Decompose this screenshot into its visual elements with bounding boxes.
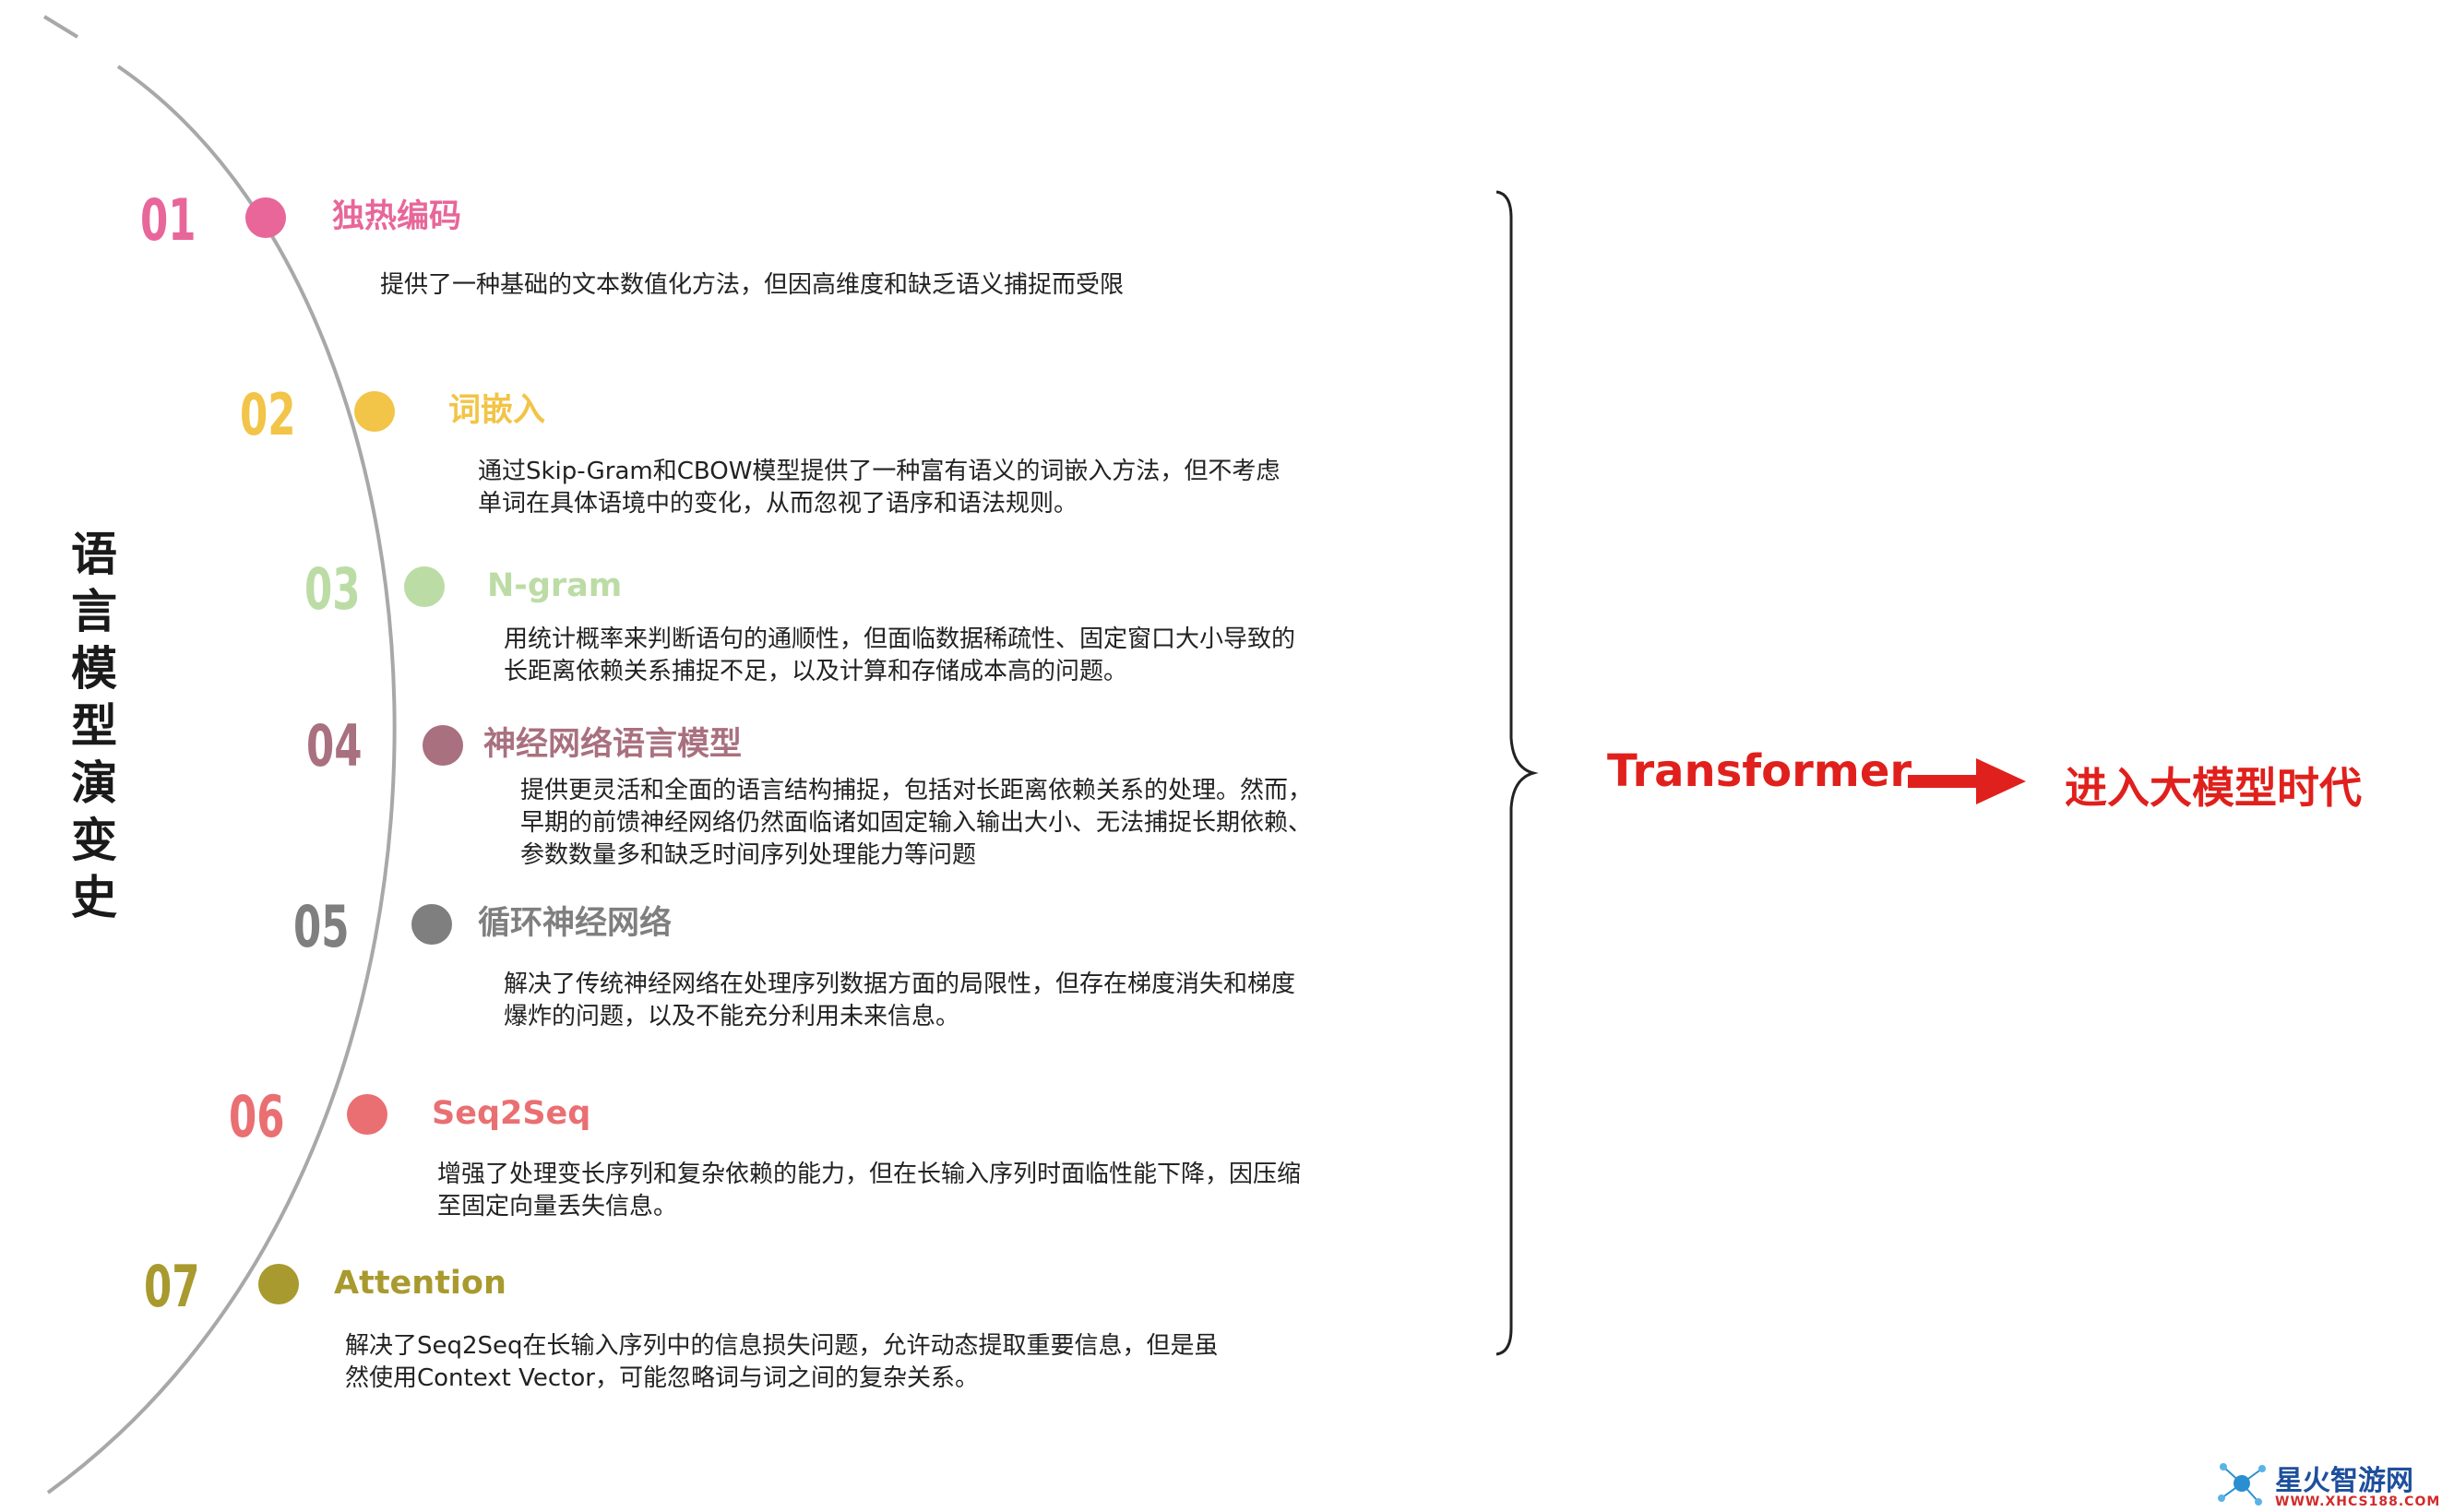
step-number: 05 <box>293 893 350 960</box>
timeline-dot <box>354 391 395 432</box>
step-description: 解决了Seq2Seq在长输入序列中的信息损失问题，允许动态提取重要信息，但是虽 … <box>345 1332 1219 1392</box>
step-description: 通过Skip-Gram和CBOW模型提供了一种富有语义的词嵌入方法，但不考虑 单… <box>478 458 1281 518</box>
watermark: 星火智游网 WWW.XHCS188.COM <box>2214 1458 2439 1509</box>
title-char: 模 <box>71 642 117 696</box>
era-label: 进入大模型时代 <box>2065 763 2362 813</box>
step-number: 01 <box>140 186 197 254</box>
step-title: Seq2Seq <box>432 1095 591 1132</box>
arrow-icon <box>1908 758 2026 804</box>
step-title: 神经网络语言模型 <box>483 726 743 763</box>
timeline-dot <box>258 1264 299 1304</box>
timeline-dot <box>423 725 463 766</box>
watermark-name: 星火智游网 <box>2275 1465 2413 1497</box>
title-char: 史 <box>71 871 117 924</box>
title-char: 言 <box>71 585 117 638</box>
step-title: 循环神经网络 <box>478 905 673 942</box>
network-logo-icon <box>2218 1463 2266 1506</box>
step-title: N-gram <box>487 567 623 604</box>
timeline-dot <box>245 197 286 238</box>
timeline-dot <box>411 904 452 945</box>
step-title: 独热编码 <box>332 198 462 235</box>
step-number: 06 <box>229 1083 285 1150</box>
step-description: 解决了传统神经网络在处理序列数据方面的局限性，但存在梯度消失和梯度 爆炸的问题，… <box>504 970 1296 1030</box>
timeline-dot <box>404 566 445 607</box>
step-number: 02 <box>240 381 296 448</box>
step-number: 07 <box>144 1253 200 1320</box>
step-description: 增强了处理变长序列和复杂依赖的能力，但在长输入序列时面临性能下降，因压缩 至固定… <box>437 1161 1302 1220</box>
watermark-url: WWW.XHCS188.COM <box>2275 1494 2441 1509</box>
curly-bracket <box>1495 190 1539 1356</box>
title-char: 语 <box>71 528 117 581</box>
step-description: 提供更灵活和全面的语言结构捕捉，包括对长距离依赖关系的处理。然而， 早期的前馈神… <box>520 777 1313 869</box>
step-title: 词嵌入 <box>448 392 546 429</box>
step-number: 04 <box>306 712 363 780</box>
page-title: 语言模型演变史 <box>66 526 122 926</box>
title-char: 演 <box>71 756 117 810</box>
step-number: 03 <box>304 555 361 623</box>
title-char: 变 <box>71 814 117 867</box>
step-title: Attention <box>334 1265 506 1302</box>
step-description: 提供了一种基础的文本数值化方法，但因高维度和缺乏语义捕捉而受限 <box>380 271 1125 299</box>
step-description: 用统计概率来判断语句的通顺性，但面临数据稀疏性、固定窗口大小导致的 长距离依赖关… <box>504 625 1296 685</box>
timeline-dot <box>347 1094 387 1135</box>
title-char: 型 <box>71 699 117 753</box>
transformer-label: Transformer <box>1607 745 1912 797</box>
